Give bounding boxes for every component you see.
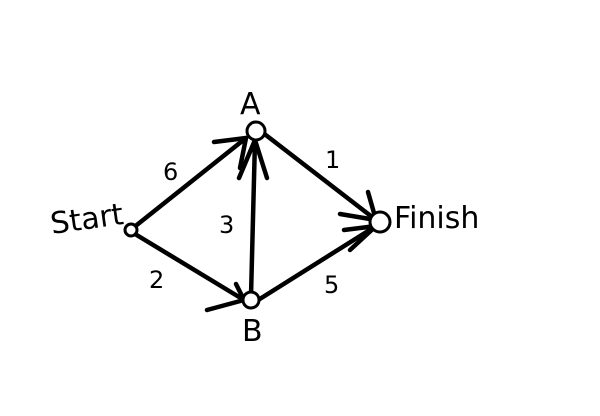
node-a <box>245 120 267 142</box>
node-finish <box>368 210 392 234</box>
node-label-b: B <box>242 314 263 349</box>
edge-b-a <box>248 137 258 299</box>
edge-start-a <box>130 135 249 231</box>
edge-a-finish <box>255 126 379 223</box>
node-b <box>241 290 261 310</box>
edge-weight-start-a: 6 <box>163 158 178 186</box>
edge-weight-a-finish: 1 <box>325 146 340 174</box>
edge-start-a-arrowhead <box>211 135 249 171</box>
edge-weight-b-finish: 5 <box>324 271 339 299</box>
edge-weight-start-b: 2 <box>149 266 164 294</box>
node-label-a: A <box>240 87 261 122</box>
edge-start-b <box>132 231 247 303</box>
node-start <box>123 222 139 238</box>
edge-b-finish <box>252 223 379 305</box>
edge-weight-b-a: 3 <box>219 211 234 239</box>
edge-b-finish-arrowhead <box>341 223 379 253</box>
node-label-finish: Finish <box>394 201 479 236</box>
node-label-start: Start <box>48 197 126 242</box>
